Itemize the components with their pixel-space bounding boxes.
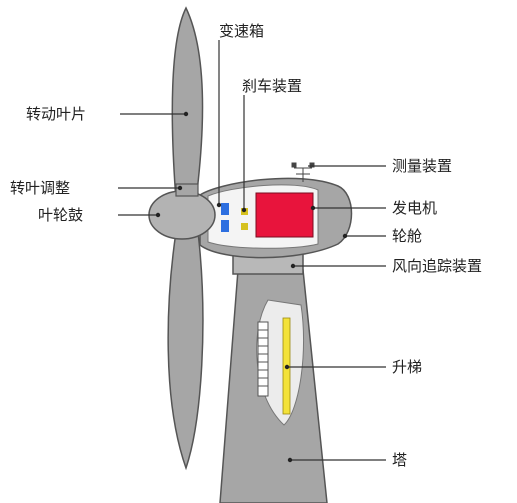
label-nacelle: 轮舱 xyxy=(392,227,423,245)
label-brake: 刹车装置 xyxy=(242,77,303,95)
label-pitch-adjust: 转叶调整 xyxy=(10,179,71,197)
rotor-blade-upper xyxy=(171,6,204,201)
rotor-blade-lower xyxy=(167,231,204,471)
label-measuring-device: 测量装置 xyxy=(392,157,453,175)
label-hub: 叶轮鼓 xyxy=(38,206,84,224)
gearbox xyxy=(221,203,229,215)
leader-lines xyxy=(118,40,386,461)
leader-dots xyxy=(155,111,348,463)
brake xyxy=(241,223,248,230)
label-yaw-device: 风向追踪装置 xyxy=(392,257,483,275)
label-rotor-blade: 转动叶片 xyxy=(26,105,87,123)
measuring-device xyxy=(291,162,315,182)
label-generator: 发电机 xyxy=(392,199,438,217)
label-tower: 塔 xyxy=(392,451,408,469)
label-gearbox: 变速箱 xyxy=(219,22,265,40)
label-ladder: 升梯 xyxy=(392,358,423,376)
gearbox xyxy=(221,220,229,232)
generator xyxy=(255,192,314,238)
